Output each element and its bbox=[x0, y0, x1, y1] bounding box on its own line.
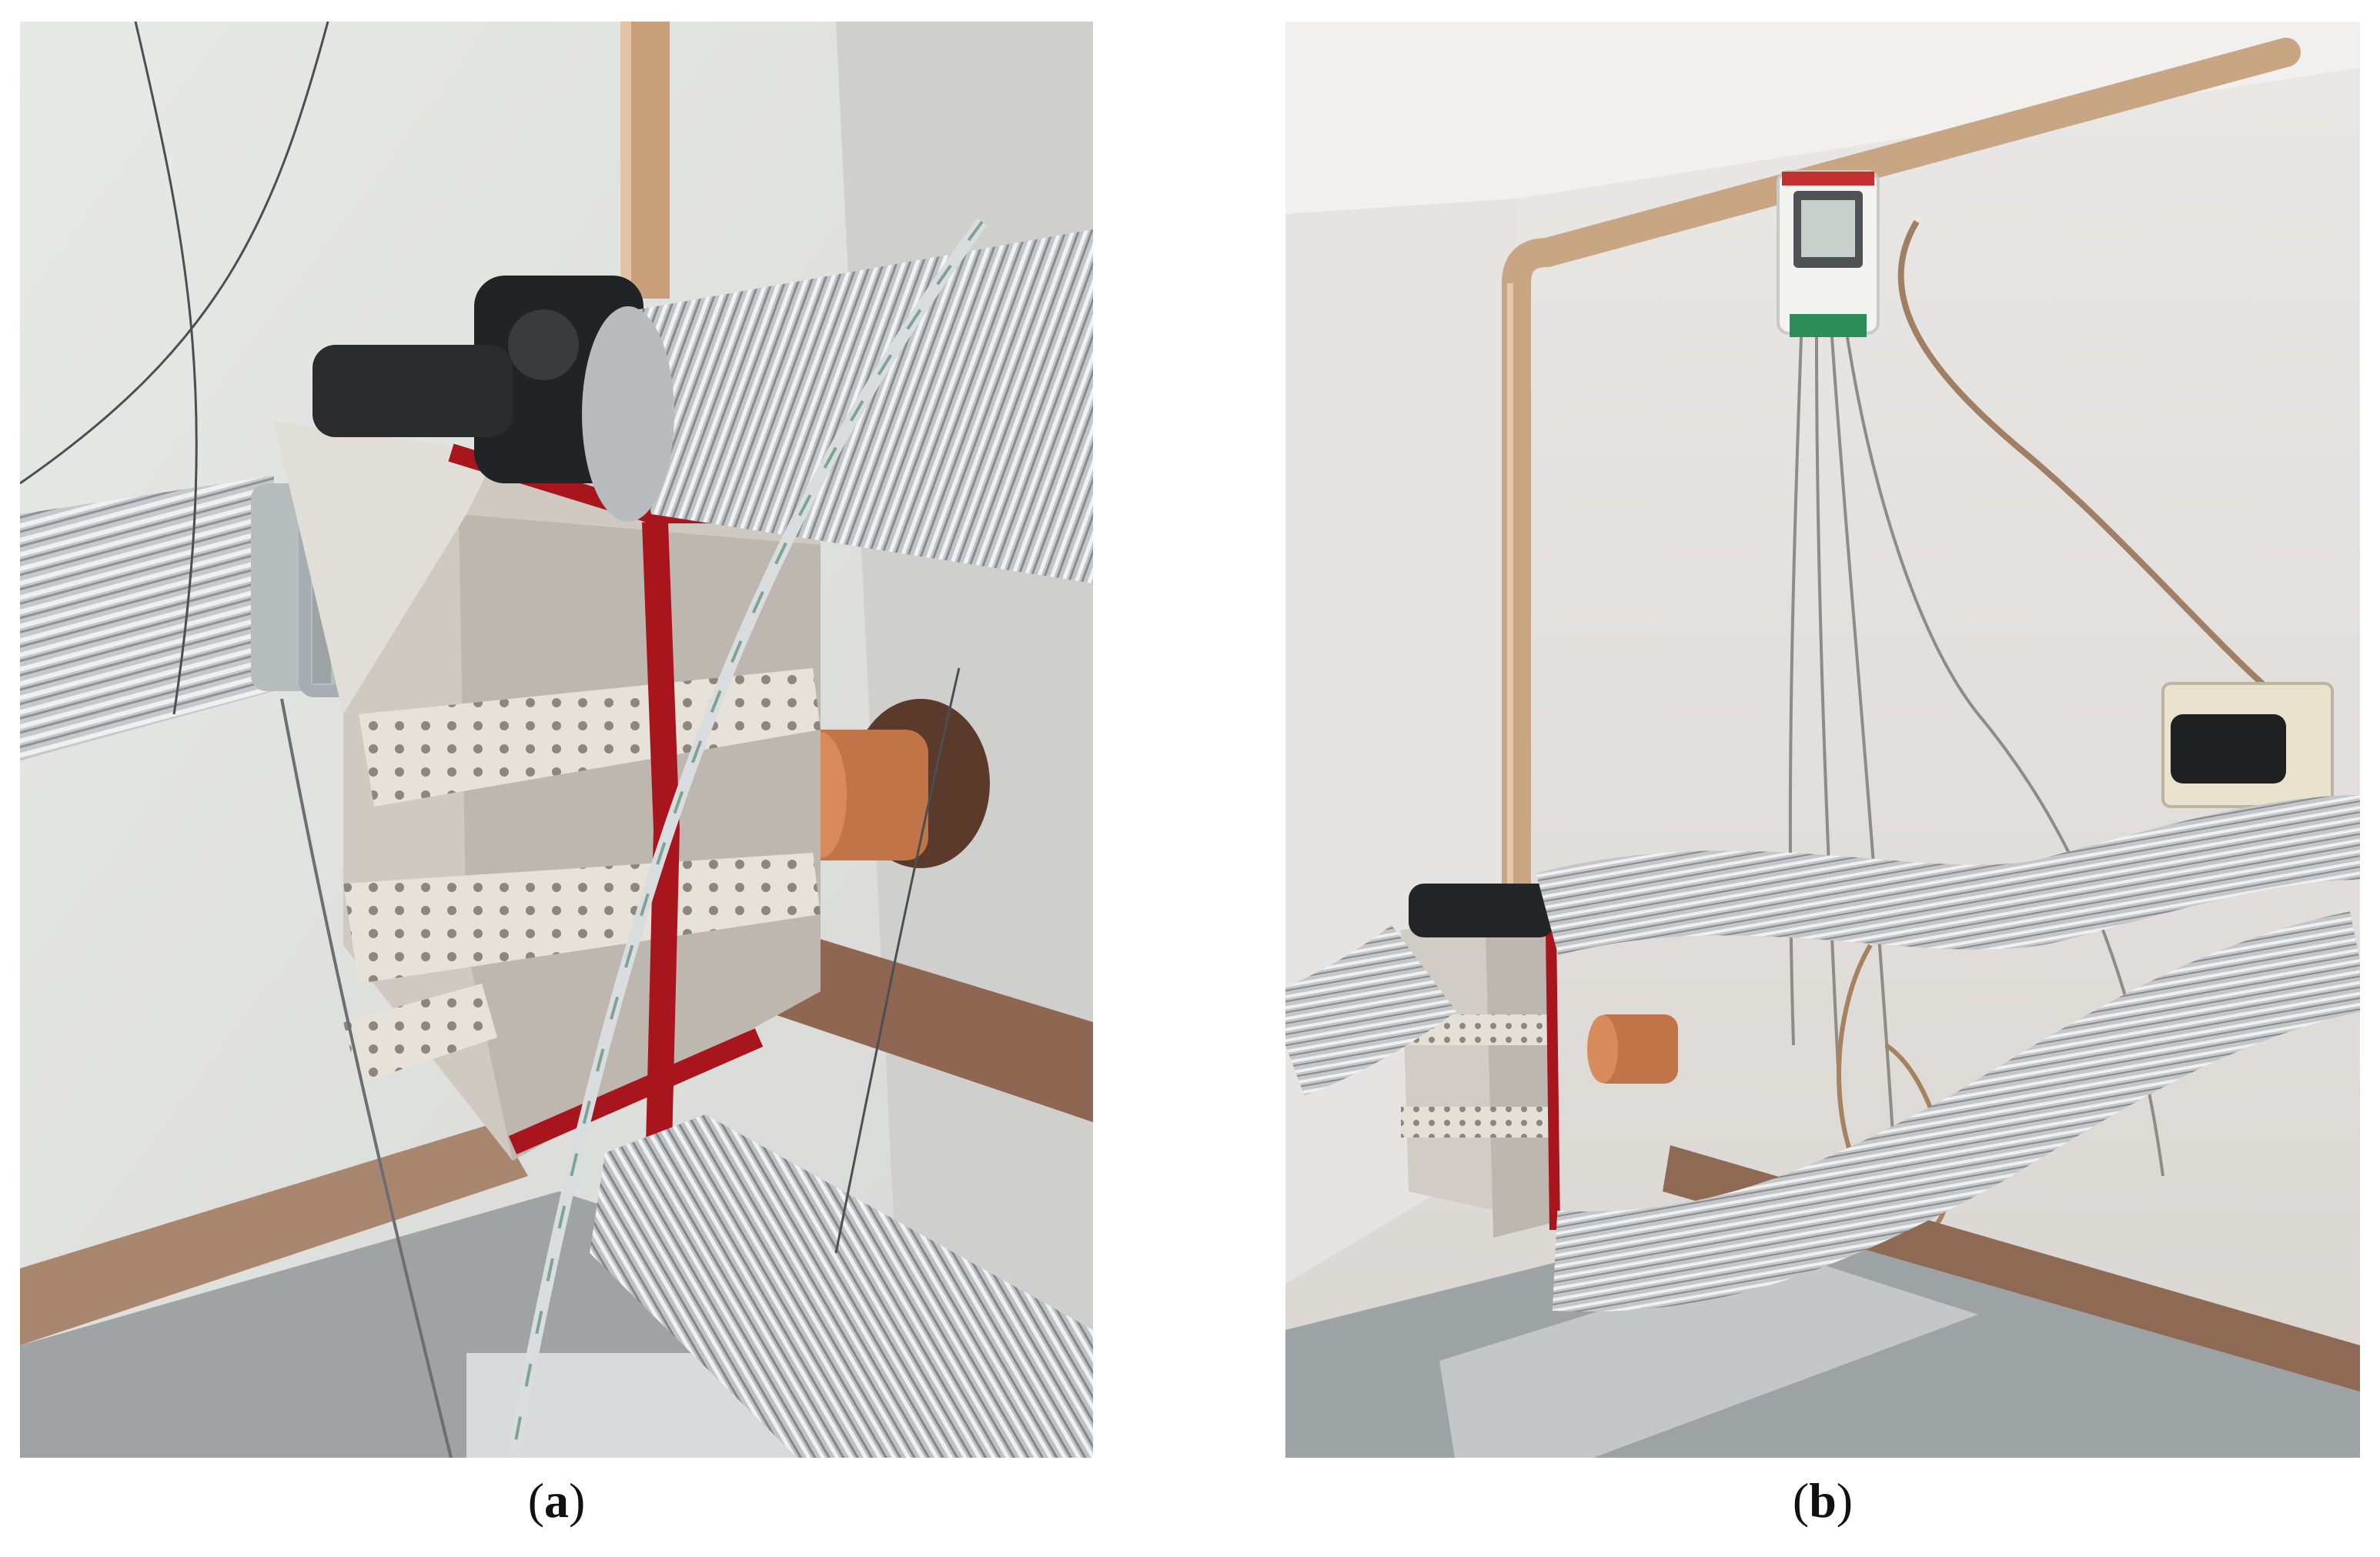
perforated-strap-1 bbox=[359, 668, 821, 807]
perforated-strap-3 bbox=[343, 984, 497, 1084]
thermocouple-wire bbox=[134, 22, 198, 715]
flex-duct-left bbox=[1285, 924, 1456, 1096]
photo-panel-b bbox=[1285, 22, 2360, 1458]
photo-panel-a bbox=[20, 22, 1093, 1458]
sealant-line bbox=[1546, 929, 1560, 1231]
power-cable bbox=[1897, 219, 2273, 694]
caption-close-paren: ) bbox=[569, 1473, 586, 1528]
photo-a-illustration bbox=[20, 22, 1093, 1458]
fan-housing bbox=[1409, 884, 1555, 937]
caption-a: (a) bbox=[441, 1476, 672, 1525]
caption-open-paren: ( bbox=[1792, 1473, 1810, 1528]
perforated-strap-2 bbox=[343, 853, 821, 984]
caption-label: b bbox=[1809, 1473, 1837, 1528]
photo-b-illustration bbox=[1285, 22, 2360, 1458]
flex-duct-left bbox=[20, 476, 274, 760]
caption-b: (b) bbox=[1707, 1476, 1938, 1525]
flex-duct-bottom bbox=[590, 1114, 1093, 1458]
floor-pipe bbox=[20, 1122, 528, 1345]
flex-duct-lower bbox=[1552, 911, 2360, 1312]
flex-duct-upper bbox=[1536, 795, 2360, 956]
caption-open-paren: ( bbox=[527, 1473, 544, 1528]
caption-label: a bbox=[544, 1473, 569, 1528]
support-rope bbox=[506, 218, 988, 1458]
ceiling bbox=[1285, 22, 2360, 214]
brown-pipe bbox=[774, 930, 1093, 1122]
caption-close-paren: ) bbox=[1836, 1473, 1854, 1528]
copper-pipe bbox=[1502, 38, 2301, 921]
